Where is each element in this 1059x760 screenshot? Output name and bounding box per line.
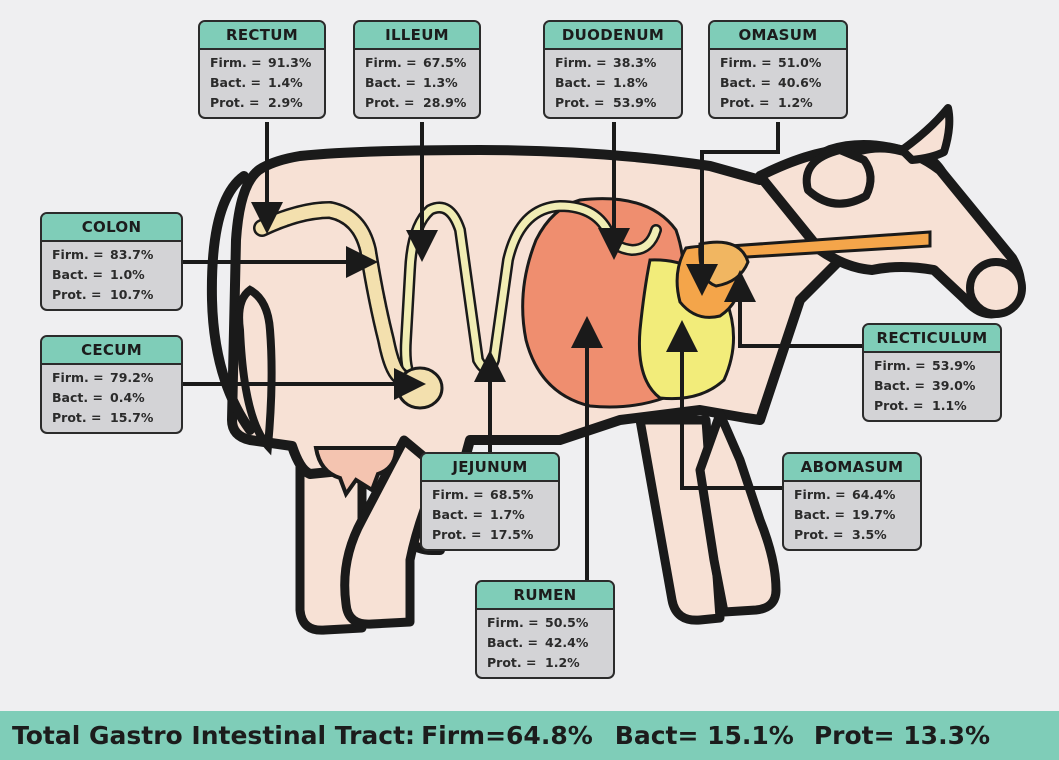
recticulum-title: RECTICULUM [864,325,1000,353]
prot-label: Prot. = [487,653,545,673]
rumen-prot: 1.2% [545,653,613,673]
illeum-prot: 28.9% [423,93,479,113]
bact-label: Bact. = [52,265,110,285]
bact-label: Bact. = [555,73,613,93]
bact-label: Bact. = [365,73,423,93]
cecum-bact: 0.4% [110,388,181,408]
abomasum-prot: 3.5% [852,525,920,545]
total-bact: Bact= 15.1% [615,721,794,750]
duodenum-title: DUODENUM [545,22,681,50]
total-prot: Prot= 13.3% [814,721,990,750]
rumen-card: RUMEN Firm. =50.5% Bact. =42.4% Prot. =1… [475,580,615,679]
abomasum-firm: 64.4% [852,485,920,505]
colon-title: COLON [42,214,181,242]
bact-label: Bact. = [720,73,778,93]
firm-label: Firm. = [52,245,110,265]
duodenum-firm: 38.3% [613,53,681,73]
rectum-bact: 1.4% [268,73,324,93]
cow-nose [970,262,1022,314]
rectum-card: RECTUM Firm. =91.3% Bact. =1.4% Prot. =2… [198,20,326,119]
firm-label: Firm. = [432,485,490,505]
prot-label: Prot. = [52,408,110,428]
bact-label: Bact. = [210,73,268,93]
abomasum-bact: 19.7% [852,505,920,525]
rectum-firm: 91.3% [268,53,324,73]
colon-bact: 1.0% [110,265,181,285]
rumen-bact: 42.4% [545,633,613,653]
firm-label: Firm. = [210,53,268,73]
total-summary-bar: Total Gastro Intestinal Tract: Firm=64.8… [0,711,1059,760]
colon-prot: 10.7% [110,285,181,305]
cecum-firm: 79.2% [110,368,181,388]
prot-label: Prot. = [874,396,932,416]
bact-label: Bact. = [432,505,490,525]
duodenum-bact: 1.8% [613,73,681,93]
jejunum-title: JEJUNUM [422,454,558,482]
bact-label: Bact. = [794,505,852,525]
prot-label: Prot. = [720,93,778,113]
abomasum-title: ABOMASUM [784,454,920,482]
omasum-prot: 1.2% [778,93,846,113]
colon-firm: 83.7% [110,245,181,265]
jejunum-prot: 17.5% [490,525,558,545]
bact-label: Bact. = [874,376,932,396]
recticulum-bact: 39.0% [932,376,1000,396]
cecum-card: CECUM Firm. =79.2% Bact. =0.4% Prot. =15… [40,335,183,434]
illeum-card: ILLEUM Firm. =67.5% Bact. =1.3% Prot. =2… [353,20,481,119]
jejunum-firm: 68.5% [490,485,558,505]
bact-label: Bact. = [52,388,110,408]
omasum-bact: 40.6% [778,73,846,93]
duodenum-prot: 53.9% [613,93,681,113]
firm-label: Firm. = [720,53,778,73]
firm-label: Firm. = [365,53,423,73]
jejunum-card: JEJUNUM Firm. =68.5% Bact. =1.7% Prot. =… [420,452,560,551]
rumen-firm: 50.5% [545,613,613,633]
prot-label: Prot. = [555,93,613,113]
prot-label: Prot. = [210,93,268,113]
cecum-title: CECUM [42,337,181,365]
cow-ear [807,150,871,204]
recticulum-firm: 53.9% [932,356,1000,376]
duodenum-card: DUODENUM Firm. =38.3% Bact. =1.8% Prot. … [543,20,683,119]
recticulum-prot: 1.1% [932,396,1000,416]
bact-label: Bact. = [487,633,545,653]
firm-label: Firm. = [794,485,852,505]
cecum-prot: 15.7% [110,408,181,428]
prot-label: Prot. = [432,525,490,545]
total-firm: Firm=64.8% [421,721,593,750]
prot-label: Prot. = [365,93,423,113]
rectum-title: RECTUM [200,22,324,50]
prot-label: Prot. = [794,525,852,545]
firm-label: Firm. = [52,368,110,388]
illeum-firm: 67.5% [423,53,479,73]
firm-label: Firm. = [874,356,932,376]
firm-label: Firm. = [487,613,545,633]
recticulum-card: RECTICULUM Firm. =53.9% Bact. =39.0% Pro… [862,323,1002,422]
omasum-card: OMASUM Firm. =51.0% Bact. =40.6% Prot. =… [708,20,848,119]
cecum-organ [398,368,442,408]
cow-horn [902,108,949,160]
colon-card: COLON Firm. =83.7% Bact. =1.0% Prot. =10… [40,212,183,311]
illeum-bact: 1.3% [423,73,479,93]
jejunum-bact: 1.7% [490,505,558,525]
prot-label: Prot. = [52,285,110,305]
rectum-prot: 2.9% [268,93,324,113]
omasum-title: OMASUM [710,22,846,50]
illeum-title: ILLEUM [355,22,479,50]
total-label: Total Gastro Intestinal Tract: [12,721,415,750]
firm-label: Firm. = [555,53,613,73]
omasum-firm: 51.0% [778,53,846,73]
abomasum-card: ABOMASUM Firm. =64.4% Bact. =19.7% Prot.… [782,452,922,551]
rumen-title: RUMEN [477,582,613,610]
